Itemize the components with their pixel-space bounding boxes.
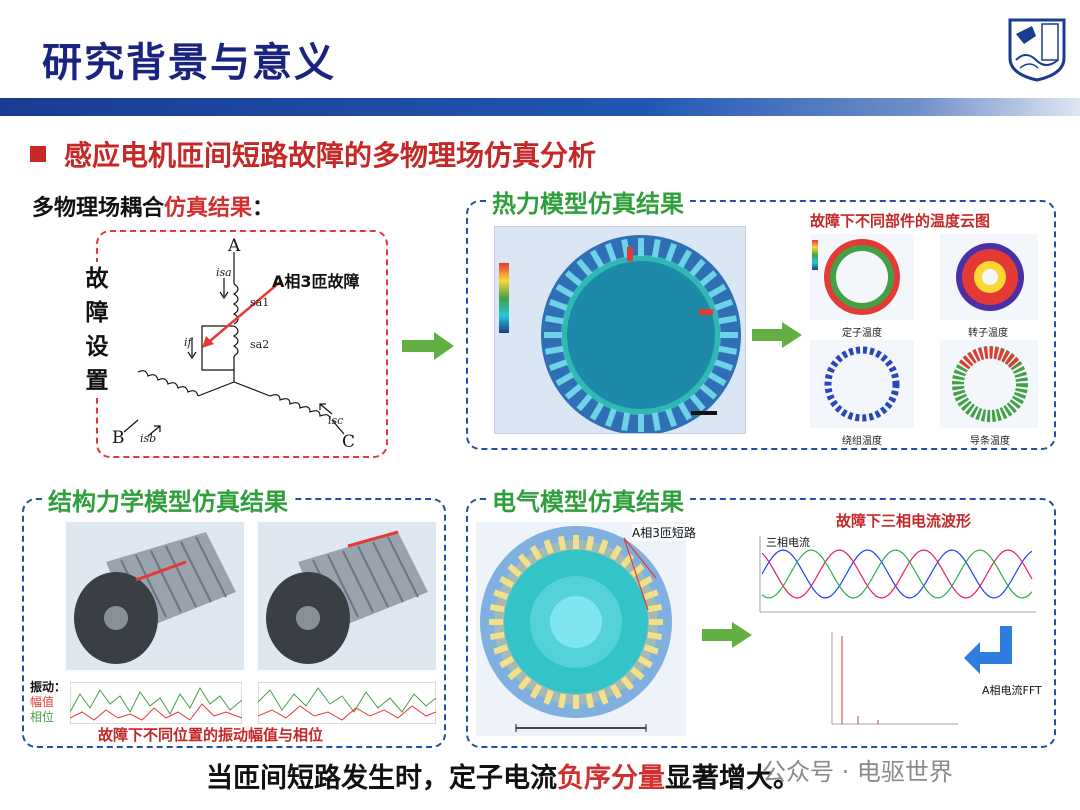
short-circuit-label: A相3匝短路 xyxy=(632,524,696,541)
fft-plot xyxy=(818,626,962,736)
electrical-field-image xyxy=(476,522,686,736)
cloud-title: 故障下不同部件的温度云图 xyxy=(810,212,991,230)
fft-label: A相电流FFT xyxy=(982,684,1042,697)
electrical-panel xyxy=(466,498,1056,748)
part-label-bar: 导条温度 xyxy=(970,436,1010,447)
flow-arrow-down-icon xyxy=(964,626,1012,674)
stator-temp-image xyxy=(810,234,914,320)
thermal-title: 热力模型仿真结果 xyxy=(486,184,690,219)
university-logo xyxy=(1002,14,1072,84)
three-phase-label: 三相电流 xyxy=(766,536,810,549)
vibration-legend: 振动： 幅值 相位 xyxy=(30,680,67,724)
thermal-panel xyxy=(466,200,1056,450)
sa1-label: sa1 xyxy=(250,296,270,309)
bar-temp-image xyxy=(940,340,1038,428)
three-phase-waveform-plot xyxy=(744,530,1042,626)
rotor-temp-image xyxy=(940,234,1038,320)
bullet-square-icon xyxy=(30,146,46,162)
flow-arrow-icon xyxy=(402,332,454,360)
flow-arrow-icon xyxy=(752,322,802,348)
terminal-a-label: A xyxy=(228,236,241,256)
isb-label: isb xyxy=(140,432,157,445)
winding-temp-image xyxy=(810,340,914,428)
structural-title: 结构力学模型仿真结果 xyxy=(42,482,294,517)
vibration-plot-1 xyxy=(70,682,242,724)
flow-arrow-icon xyxy=(702,622,752,648)
header-bar xyxy=(0,98,1080,116)
motor-model-image-1 xyxy=(66,522,244,670)
part-label-stator: 定子温度 xyxy=(842,328,882,339)
terminal-c-label: C xyxy=(342,432,356,452)
waveform-title: 故障下三相电流波形 xyxy=(836,512,972,530)
motor-model-image-2 xyxy=(258,522,436,670)
fault-circuit-diagram xyxy=(123,252,345,437)
electrical-title: 电气模型仿真结果 xyxy=(486,482,690,517)
section-subtitle: 感应电机匝间短路故障的多物理场仿真分析 xyxy=(30,134,596,174)
coupling-heading: 多物理场耦合仿真结果： xyxy=(32,196,275,221)
thermal-contour-image xyxy=(494,226,746,434)
part-label-rotor: 转子温度 xyxy=(968,328,1008,339)
part-label-winding: 绕组温度 xyxy=(842,436,882,447)
isc-label: isc xyxy=(328,414,344,427)
conclusion-text: 当匝间短路发生时，定子电流负序分量显著增大。 xyxy=(206,763,800,794)
watermark: 公众号 · 电驱世界 xyxy=(762,758,953,786)
fault-setup-label: 故 障 设 置 xyxy=(80,262,114,398)
vibration-caption: 故障下不同位置的振动幅值与相位 xyxy=(98,726,324,744)
isa-label: isa xyxy=(216,266,232,279)
fault-label: A相3匝故障 xyxy=(272,272,360,291)
sa2-label: sa2 xyxy=(250,338,270,351)
page-title: 研究背景与意义 xyxy=(42,40,336,86)
vibration-plot-2 xyxy=(258,682,436,724)
terminal-b-label: B xyxy=(112,428,125,448)
if-label: if xyxy=(184,336,192,349)
